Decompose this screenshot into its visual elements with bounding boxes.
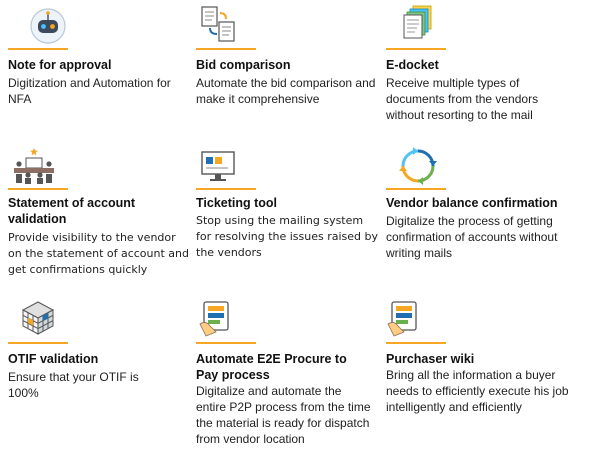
card-description: Digitization and Automation for NFA	[8, 76, 171, 106]
card-description: Receive multiple types of documents from…	[386, 76, 539, 122]
tablet-hand-icon	[198, 298, 238, 338]
accent-rule	[386, 188, 446, 190]
card-note-for-approval: Note for approval Digitization and Autom…	[8, 4, 198, 114]
document-stack-icon	[400, 4, 440, 44]
card-title: Statement of account validation	[8, 196, 136, 226]
meeting-icon	[12, 146, 54, 186]
card-title: OTIF validation	[8, 352, 99, 366]
card-title: E-docket	[386, 58, 439, 72]
card-vendor-balance-confirmation: Vendor balance confirmation Digitalize t…	[386, 146, 576, 266]
card-description: Digitalize the process of getting confir…	[386, 214, 558, 260]
card-description: Stop using the mailing system for resolv…	[196, 214, 379, 259]
card-description: Digitalize and automate the entire P2P p…	[196, 384, 371, 446]
card-automate-e2e-procure-to-pay: Automate E2E Procure to Pay process Digi…	[196, 298, 386, 448]
tablet-hand-icon	[386, 298, 426, 338]
card-otif-validation: OTIF validation Ensure that your OTIF is…	[8, 298, 198, 408]
card-title: Note for approval	[8, 58, 112, 72]
accent-rule	[196, 188, 256, 190]
card-bid-comparison: Bid comparison Automate the bid comparis…	[196, 4, 386, 114]
card-description: Automate the bid comparison and make it …	[196, 76, 376, 106]
accent-rule	[8, 342, 68, 344]
accent-rule	[386, 48, 446, 50]
refresh-cycle-icon	[398, 146, 438, 186]
accent-rule	[8, 48, 68, 50]
card-statement-of-account-validation: Statement of account validation Provide …	[8, 146, 198, 281]
card-title: Vendor balance confirmation	[386, 196, 558, 210]
card-ticketing-tool: Ticketing tool Stop using the mailing sy…	[196, 146, 386, 266]
documents-compare-icon	[198, 4, 238, 44]
robot-icon	[28, 6, 68, 46]
card-description: Provide visibility to the vendor on the …	[8, 231, 189, 276]
card-title: Automate E2E Procure to Pay process	[196, 352, 347, 382]
accent-rule	[386, 342, 446, 344]
cube-grid-icon	[20, 300, 60, 340]
accent-rule	[196, 48, 256, 50]
card-purchaser-wiki: Purchaser wiki Bring all the information…	[386, 298, 576, 428]
card-title: Purchaser wiki	[386, 352, 475, 366]
card-title: Bid comparison	[196, 58, 291, 72]
card-description: Bring all the information a buyer needs …	[386, 368, 569, 414]
card-description: Ensure that your OTIF is 100%	[8, 370, 139, 400]
accent-rule	[196, 342, 256, 344]
monitor-icon	[200, 148, 240, 188]
card-e-docket: E-docket Receive multiple types of docum…	[386, 4, 576, 124]
accent-rule	[8, 188, 68, 190]
card-title: Ticketing tool	[196, 196, 278, 210]
